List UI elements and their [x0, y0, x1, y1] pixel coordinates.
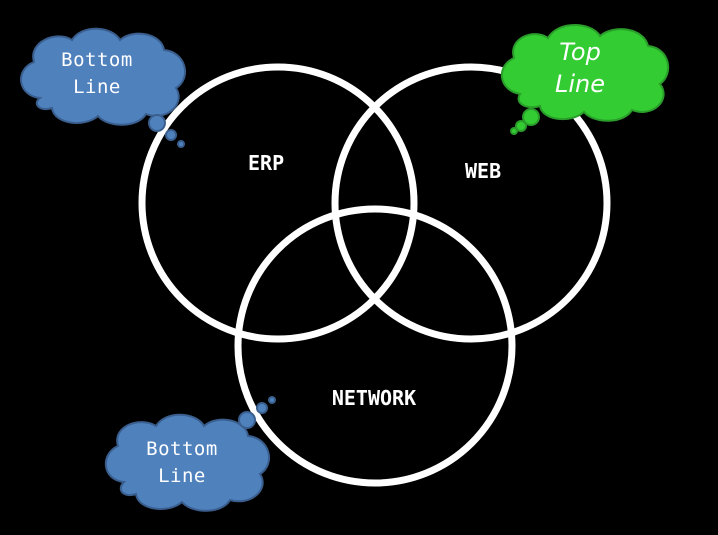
bottom-line-bottom-left-line1: Bottom: [146, 438, 218, 460]
top-line-line1: Top: [559, 38, 601, 66]
web-label: WEB: [465, 159, 501, 183]
bottom-line-callout-top-left: Bottom Line: [20, 27, 186, 148]
bottom-line-bottom-left-line2: Line: [158, 465, 206, 487]
web-circle: [331, 63, 611, 343]
network-label: NETWORK: [332, 386, 416, 410]
bottom-line-callout-bottom-left: Bottom Line: [104, 396, 276, 512]
erp-label: ERP: [248, 151, 284, 175]
top-line-line2: Line: [555, 70, 605, 98]
erp-circle: [138, 63, 418, 343]
network-circle: [234, 205, 516, 487]
bottom-line-top-left-line1: Bottom: [61, 49, 133, 71]
top-line-callout: Top Line: [500, 24, 669, 135]
bottom-line-top-left-line2: Line: [73, 76, 121, 98]
